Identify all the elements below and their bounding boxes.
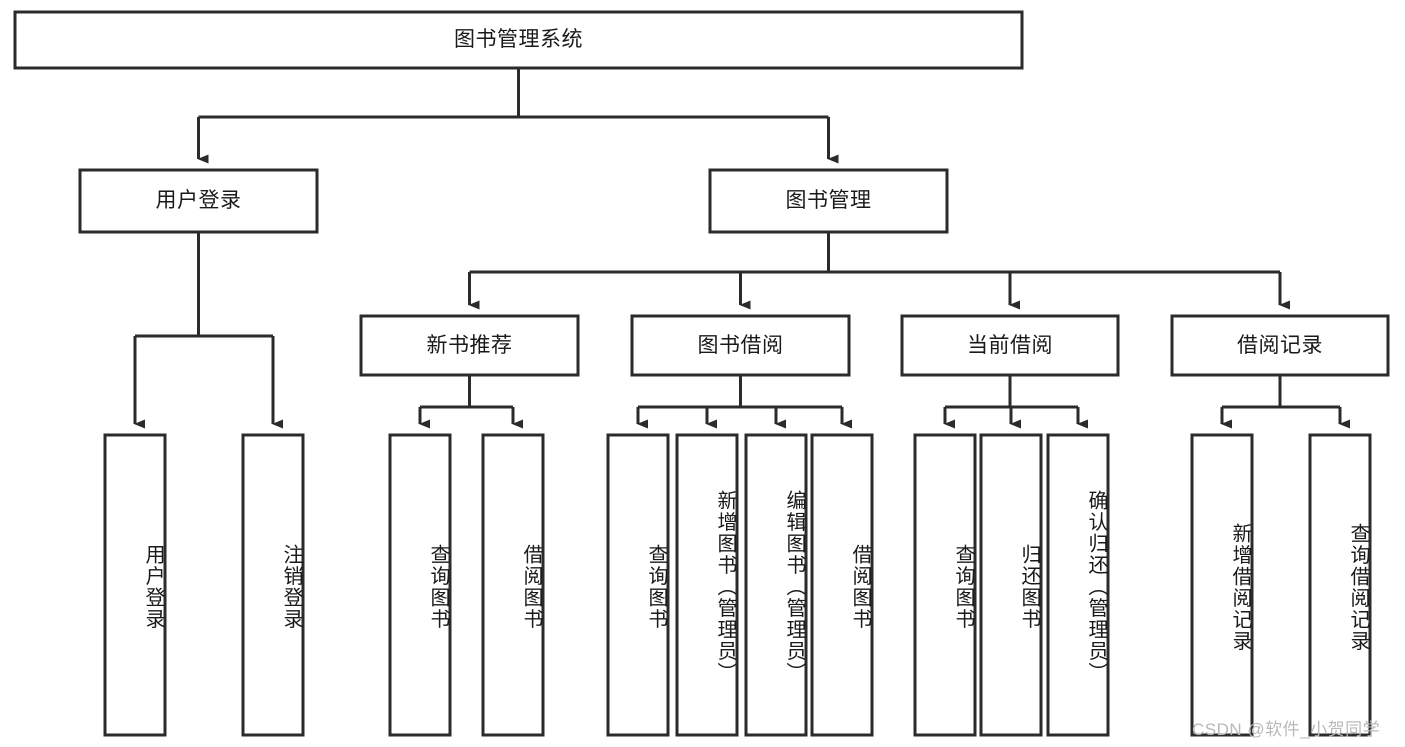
node-box-leaf_9[interactable] [979, 433, 1043, 737]
node-box-leaf_3[interactable] [481, 433, 545, 737]
node-box-leaf_12[interactable] [1308, 433, 1372, 737]
node-box-l2_1[interactable] [708, 168, 949, 234]
node-box-leaf_7[interactable] [810, 433, 874, 737]
node-box-leaf_6[interactable] [744, 433, 808, 737]
node-box-leaf_8[interactable] [913, 433, 977, 737]
node-box-leaf_1[interactable] [241, 433, 305, 737]
node-box-leaf_5[interactable] [675, 433, 739, 737]
edge-layer [133, 68, 1350, 429]
node-box-leaf_2[interactable] [388, 433, 452, 737]
node-box-leaf_4[interactable] [606, 433, 670, 737]
node-box-leaf_11[interactable] [1190, 433, 1254, 737]
node-box-l2_0[interactable] [78, 168, 319, 234]
node-box-l3_2[interactable] [900, 314, 1120, 377]
node-box-l3_3[interactable] [1170, 314, 1390, 377]
node-box-l3_0[interactable] [359, 314, 580, 377]
node-box-leaf_0[interactable] [103, 433, 167, 737]
node-box-leaf_10[interactable] [1046, 433, 1110, 737]
box-layer [13, 10, 1390, 737]
node-box-l3_1[interactable] [630, 314, 851, 377]
node-box-root[interactable] [13, 10, 1024, 70]
csdn-watermark: CSDN @软件_小贺同学 [1192, 720, 1381, 739]
